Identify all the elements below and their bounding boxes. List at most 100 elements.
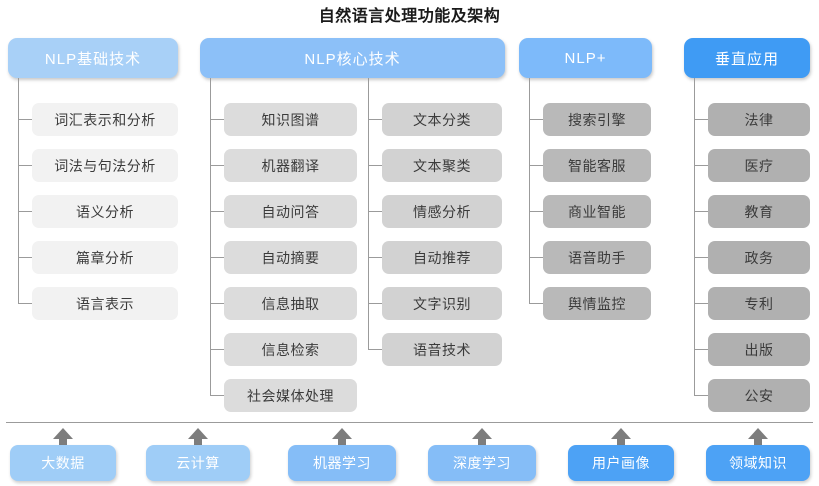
connector-stub bbox=[529, 211, 543, 212]
item-label: 出版 bbox=[744, 341, 774, 358]
item-box-vertical-application-0[interactable]: 法律 bbox=[708, 103, 810, 136]
item-box-vertical-application-1[interactable]: 医疗 bbox=[708, 149, 810, 182]
item-label: 语言表示 bbox=[76, 295, 134, 312]
item-box-nlp-core-left-0[interactable]: 知识图谱 bbox=[224, 103, 357, 136]
item-label: 词法与句法分析 bbox=[54, 157, 156, 174]
item-box-nlp-core-left-2[interactable]: 自动问答 bbox=[224, 195, 357, 228]
item-box-nlp-plus-1[interactable]: 智能客服 bbox=[543, 149, 651, 182]
connector-stub bbox=[210, 395, 224, 396]
foundation-label: 机器学习 bbox=[313, 455, 371, 471]
arrow-head bbox=[332, 428, 352, 439]
item-box-nlp-basic-1[interactable]: 词法与句法分析 bbox=[32, 149, 178, 182]
foundation-label: 大数据 bbox=[41, 455, 85, 471]
foundation-box-4[interactable]: 用户画像 bbox=[568, 445, 674, 481]
item-box-nlp-core-left-4[interactable]: 信息抽取 bbox=[224, 287, 357, 320]
item-box-nlp-core-right-2[interactable]: 情感分析 bbox=[382, 195, 502, 228]
foundation-box-1[interactable]: 云计算 bbox=[146, 445, 250, 481]
item-label: 自动问答 bbox=[261, 203, 320, 220]
connector-stub bbox=[210, 303, 224, 304]
foundation-label: 深度学习 bbox=[453, 455, 511, 471]
item-label: 自动推荐 bbox=[413, 249, 471, 266]
foundation-box-0[interactable]: 大数据 bbox=[10, 445, 116, 481]
item-box-vertical-application-2[interactable]: 教育 bbox=[708, 195, 810, 228]
item-label: 智能客服 bbox=[568, 157, 626, 174]
connector-stub bbox=[210, 211, 224, 212]
item-box-nlp-core-right-0[interactable]: 文本分类 bbox=[382, 103, 502, 136]
item-box-vertical-application-4[interactable]: 专利 bbox=[708, 287, 810, 320]
arrow-head bbox=[53, 428, 73, 439]
connector-stub bbox=[210, 349, 224, 350]
trunk-line-nlp-core-left bbox=[210, 78, 211, 395]
trunk-line-nlp-plus bbox=[529, 78, 530, 303]
foundation-box-5[interactable]: 领域知识 bbox=[706, 445, 810, 481]
header-box-vertical-application[interactable]: 垂直应用 bbox=[684, 38, 810, 78]
item-label: 文本分类 bbox=[413, 111, 471, 128]
trunk-line-nlp-core-right bbox=[368, 78, 369, 349]
foundation-label: 领域知识 bbox=[729, 455, 787, 471]
item-box-nlp-plus-4[interactable]: 舆情监控 bbox=[543, 287, 651, 320]
arrow-shaft bbox=[478, 439, 486, 449]
connector-stub bbox=[368, 211, 382, 212]
item-box-nlp-basic-2[interactable]: 语义分析 bbox=[32, 195, 178, 228]
item-box-nlp-core-right-5[interactable]: 语音技术 bbox=[382, 333, 502, 366]
item-label: 机器翻译 bbox=[261, 157, 320, 174]
item-box-nlp-plus-3[interactable]: 语音助手 bbox=[543, 241, 651, 274]
item-box-nlp-core-right-4[interactable]: 文字识别 bbox=[382, 287, 502, 320]
item-label: 专利 bbox=[744, 295, 774, 312]
item-box-vertical-application-6[interactable]: 公安 bbox=[708, 379, 810, 412]
connector-stub bbox=[529, 119, 543, 120]
item-label: 教育 bbox=[744, 203, 774, 220]
connector-stub bbox=[368, 349, 382, 350]
item-label: 法律 bbox=[744, 111, 774, 128]
connector-stub bbox=[694, 119, 708, 120]
arrow-shaft bbox=[617, 439, 625, 449]
header-box-nlp-basic[interactable]: NLP基础技术 bbox=[8, 38, 178, 78]
item-box-nlp-core-right-1[interactable]: 文本聚类 bbox=[382, 149, 502, 182]
item-label: 语音技术 bbox=[413, 341, 471, 358]
item-box-nlp-basic-3[interactable]: 篇章分析 bbox=[32, 241, 178, 274]
item-box-nlp-core-right-3[interactable]: 自动推荐 bbox=[382, 241, 502, 274]
arrow-head bbox=[611, 428, 631, 439]
foundation-box-2[interactable]: 机器学习 bbox=[288, 445, 396, 481]
item-label: 医疗 bbox=[744, 157, 774, 174]
arrow-head bbox=[472, 428, 492, 439]
connector-stub bbox=[18, 165, 32, 166]
item-label: 词汇表示和分析 bbox=[54, 111, 156, 128]
item-label: 文本聚类 bbox=[413, 157, 471, 174]
item-label: 公安 bbox=[744, 387, 774, 404]
connector-stub bbox=[18, 257, 32, 258]
item-box-nlp-basic-4[interactable]: 语言表示 bbox=[32, 287, 178, 320]
item-box-vertical-application-5[interactable]: 出版 bbox=[708, 333, 810, 366]
item-box-vertical-application-3[interactable]: 政务 bbox=[708, 241, 810, 274]
arrow-head bbox=[748, 428, 768, 439]
arrow-shaft bbox=[194, 439, 202, 449]
connector-stub bbox=[368, 119, 382, 120]
foundation-label: 云计算 bbox=[176, 455, 220, 471]
header-label: NLP+ bbox=[564, 49, 607, 67]
item-label: 信息检索 bbox=[261, 341, 320, 358]
connector-stub bbox=[18, 303, 32, 304]
item-box-nlp-core-left-1[interactable]: 机器翻译 bbox=[224, 149, 357, 182]
item-label: 社会媒体处理 bbox=[247, 387, 334, 404]
page-title: 自然语言处理功能及架构 bbox=[318, 8, 501, 25]
connector-stub bbox=[210, 119, 224, 120]
arrow-shaft bbox=[338, 439, 346, 449]
item-box-nlp-basic-0[interactable]: 词汇表示和分析 bbox=[32, 103, 178, 136]
item-label: 情感分析 bbox=[413, 203, 471, 220]
connector-stub bbox=[368, 303, 382, 304]
header-box-nlp-core[interactable]: NLP核心技术 bbox=[200, 38, 505, 78]
item-box-nlp-plus-2[interactable]: 商业智能 bbox=[543, 195, 651, 228]
connector-stub bbox=[694, 303, 708, 304]
header-box-nlp-plus[interactable]: NLP+ bbox=[519, 38, 652, 78]
arrow-shaft bbox=[754, 439, 762, 449]
item-box-nlp-core-left-5[interactable]: 信息检索 bbox=[224, 333, 357, 366]
item-box-nlp-core-left-6[interactable]: 社会媒体处理 bbox=[224, 379, 357, 412]
item-label: 篇章分析 bbox=[76, 249, 134, 266]
item-box-nlp-plus-0[interactable]: 搜索引擎 bbox=[543, 103, 651, 136]
foundation-box-3[interactable]: 深度学习 bbox=[428, 445, 536, 481]
item-box-nlp-core-left-3[interactable]: 自动摘要 bbox=[224, 241, 357, 274]
item-label: 信息抽取 bbox=[261, 295, 320, 312]
connector-stub bbox=[529, 257, 543, 258]
connector-stub bbox=[529, 303, 543, 304]
trunk-line-vertical-application bbox=[694, 78, 695, 395]
